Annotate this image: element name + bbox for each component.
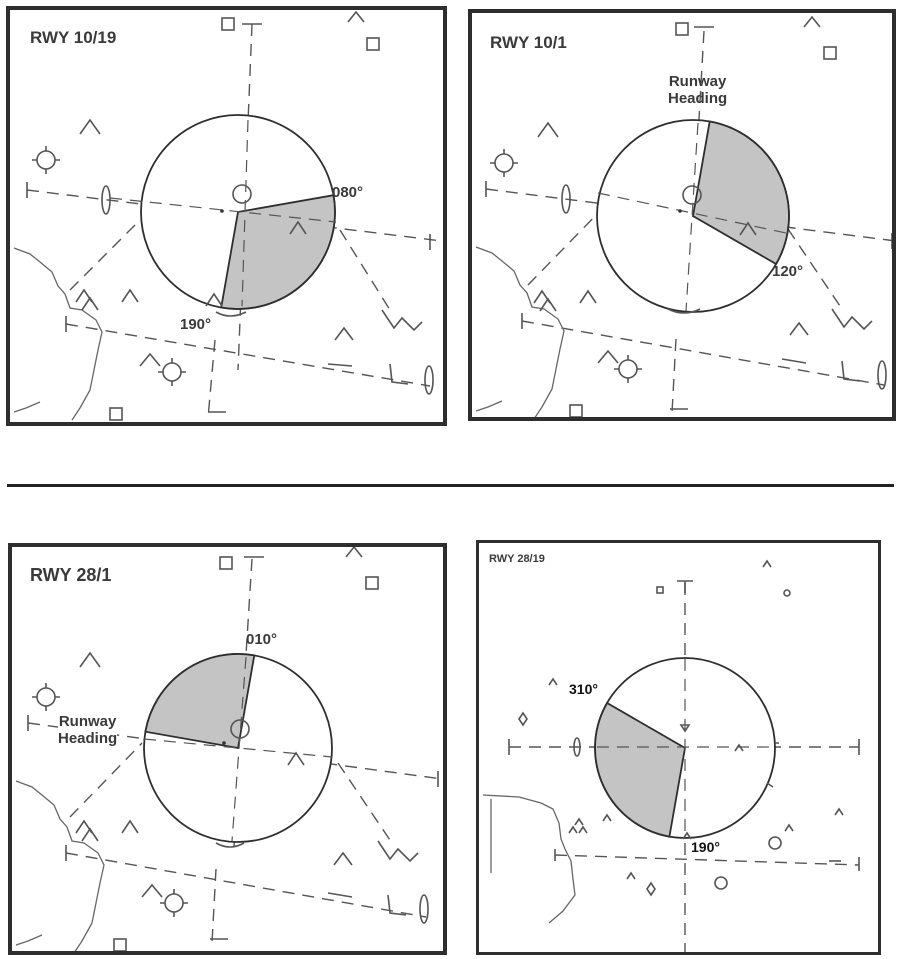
runway-heading-line-2: Heading [58, 730, 118, 747]
panel-3-map [15, 547, 443, 951]
runway-heading-line-1: Runway [668, 73, 727, 90]
panel-rwy-10-19: RWY 10/19 080° 190° [6, 6, 447, 426]
panel-title: RWY 10/1 [490, 33, 567, 52]
panel-rwy-10-1: RWY 10/1 Runway Heading 120° [468, 9, 896, 421]
section-divider [7, 484, 894, 487]
runway-heading-label: Runway Heading [668, 73, 727, 107]
panel-rwy-28-1: RWY 28/1 010° Runway Heading [8, 543, 447, 955]
runway-heading-line-2: Heading [668, 90, 728, 107]
runway-heading-line-1: Runway [58, 713, 117, 730]
shaded-sector [220, 194, 336, 310]
bearing-label-190: 190° [180, 316, 212, 333]
panel-title: RWY 28/1 [30, 565, 112, 585]
bearing-label-190: 190° [691, 839, 720, 855]
bearing-label-120: 120° [772, 263, 804, 280]
panel-2-map [475, 15, 892, 417]
panel-rwy-28-19: RWY 28/19 310° 190° [476, 540, 881, 955]
runway-heading-label: Runway Heading [58, 713, 118, 747]
panel-4-map [482, 559, 860, 952]
panel-1-map [13, 10, 443, 421]
bearing-label-310: 310° [569, 681, 598, 697]
bearing-label-080: 080° [332, 184, 364, 201]
shaded-sector [594, 701, 686, 838]
bearing-label-010: 010° [246, 631, 278, 648]
shaded-sector [144, 653, 256, 750]
panel-title: RWY 10/19 [30, 28, 117, 47]
panel-title: RWY 28/19 [489, 553, 545, 565]
